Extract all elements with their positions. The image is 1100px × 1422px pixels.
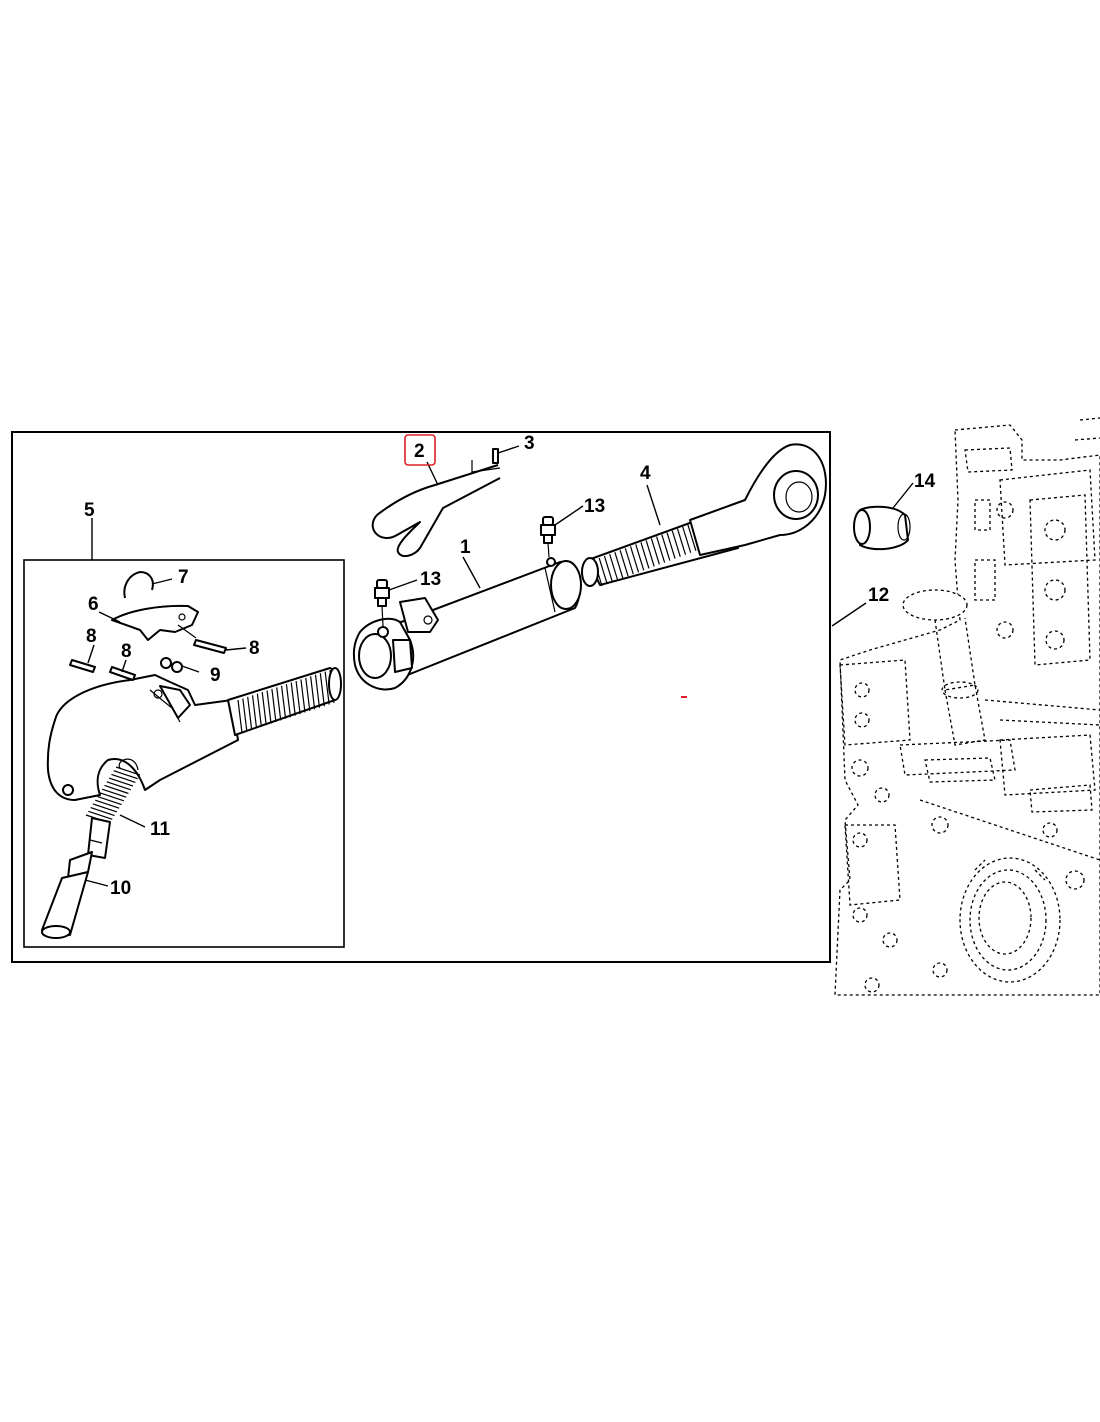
callout-8c: 8 xyxy=(249,638,260,659)
tractor-housing-outline xyxy=(834,417,1100,996)
part-latch xyxy=(111,604,199,641)
part-threaded-rod-eye xyxy=(581,443,827,587)
inset-frame-hook-assembly xyxy=(23,559,345,948)
callout-2: 2 xyxy=(414,441,425,462)
part-pin-middle xyxy=(109,666,136,681)
main-frame xyxy=(11,431,831,963)
part-plunger xyxy=(41,817,111,939)
callout-7: 7 xyxy=(178,567,189,588)
callout-8a: 8 xyxy=(86,626,97,647)
callout-1: 1 xyxy=(460,537,471,558)
callout-14: 14 xyxy=(914,471,936,492)
callout-13a: 13 xyxy=(584,496,605,517)
part-bushing xyxy=(853,505,911,551)
callout-2-highlight-box xyxy=(404,434,436,466)
part-small-nut xyxy=(160,657,183,673)
part-spring xyxy=(85,766,141,824)
callout-8b: 8 xyxy=(121,641,132,662)
callout-13b: 13 xyxy=(420,569,441,590)
red-marker xyxy=(681,696,687,698)
part-pin-right xyxy=(193,639,227,654)
part-hook-assembly xyxy=(46,667,342,801)
callout-5: 5 xyxy=(84,500,95,521)
callout-6: 6 xyxy=(88,594,99,615)
part-grease-nipple-upper xyxy=(540,516,556,558)
callout-9: 9 xyxy=(210,665,221,686)
part-wire-clip xyxy=(123,571,154,599)
part-retaining-clip xyxy=(371,460,501,558)
callout-12: 12 xyxy=(868,585,889,606)
part-grease-nipple-lower xyxy=(374,579,390,627)
leader-lines xyxy=(84,445,914,887)
callout-11: 11 xyxy=(150,819,171,840)
callout-3: 3 xyxy=(524,433,535,454)
callout-4: 4 xyxy=(640,463,651,484)
part-pin-left xyxy=(69,659,96,673)
part-clip-pin xyxy=(492,448,499,464)
callout-10: 10 xyxy=(110,878,131,899)
part-barrel-tube xyxy=(352,557,582,691)
